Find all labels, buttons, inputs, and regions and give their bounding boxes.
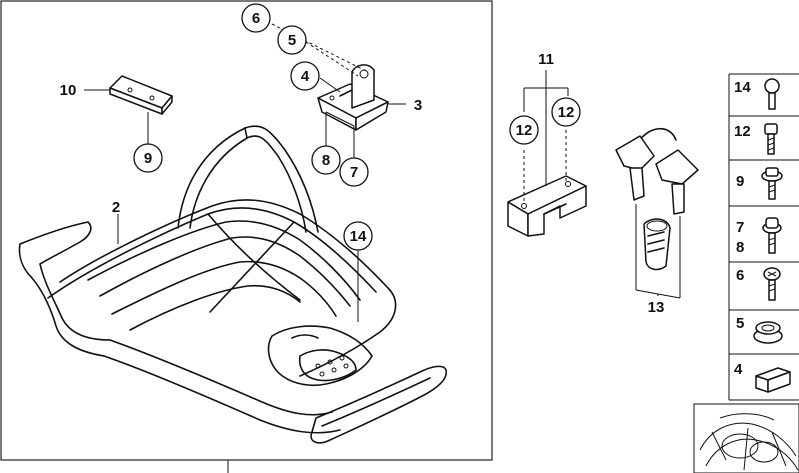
callout-2: 2 xyxy=(112,199,120,216)
callout-7: 7 xyxy=(339,157,369,187)
legend-row-14: 14 xyxy=(734,78,780,110)
bushing-icon xyxy=(753,321,783,344)
cross-head-screw-icon xyxy=(763,267,781,301)
svg-text:10: 10 xyxy=(60,82,77,99)
svg-text:6: 6 xyxy=(252,10,260,27)
callout-14: 14 xyxy=(343,221,373,251)
leader-link xyxy=(325,111,355,127)
callout-10: 10 xyxy=(60,82,77,99)
hardware-legend: 14 12 9 7 8 7 8 xyxy=(728,73,799,401)
keys-and-lock-drawing xyxy=(615,127,699,271)
washer-screw-icon xyxy=(762,217,782,254)
svg-text:4: 4 xyxy=(301,68,310,85)
motorcycle-thumbnail xyxy=(693,403,799,473)
svg-text:11: 11 xyxy=(538,51,554,68)
legend-row-5: 5 xyxy=(736,315,783,344)
legend-row-4: 4 xyxy=(734,361,791,393)
holder-block-drawing xyxy=(507,175,587,237)
diagram-frame xyxy=(0,0,493,461)
svg-text:8: 8 xyxy=(322,152,330,169)
svg-text:12: 12 xyxy=(558,104,575,121)
svg-text:12: 12 xyxy=(734,123,751,140)
svg-text:9: 9 xyxy=(144,150,152,167)
round-head-pin-icon xyxy=(764,78,780,110)
svg-text:6: 6 xyxy=(736,267,744,284)
callout-12-right: 12 xyxy=(551,97,581,127)
legend-row-12: 12 xyxy=(734,123,778,155)
legend-row-9: 9 xyxy=(736,167,783,200)
callout-3: 3 xyxy=(414,97,422,114)
bracket-plate-drawing xyxy=(109,75,173,115)
svg-text:3: 3 xyxy=(414,97,422,114)
plate-holes xyxy=(315,355,349,377)
svg-text:2: 2 xyxy=(112,199,120,216)
svg-text:14: 14 xyxy=(350,228,367,245)
socket-head-screw-icon xyxy=(764,123,778,155)
callout-13: 13 xyxy=(648,299,665,316)
legend-row-7-8: 7 8 7 8 xyxy=(736,217,782,256)
callout-5: 5 xyxy=(277,25,307,55)
svg-text:13: 13 xyxy=(648,299,665,316)
rubber-block-icon xyxy=(755,367,791,393)
callout-12-left: 12 xyxy=(509,115,539,145)
callout-11: 11 xyxy=(538,51,554,68)
holder-drawing xyxy=(317,64,389,131)
svg-text:9: 9 xyxy=(736,173,744,190)
svg-text:14: 14 xyxy=(734,79,751,96)
svg-text:8: 8 xyxy=(736,239,744,256)
leader-4 xyxy=(319,77,341,93)
legend-row-6: 6 xyxy=(736,267,781,301)
luggage-rack-drawing xyxy=(18,125,448,444)
flange-screw-icon xyxy=(761,167,783,200)
callout-4: 4 xyxy=(290,61,320,91)
svg-text:7: 7 xyxy=(736,219,744,236)
callout-9: 9 xyxy=(133,143,163,173)
svg-text:5: 5 xyxy=(288,32,296,49)
svg-text:7: 7 xyxy=(350,164,358,181)
callout-6: 6 xyxy=(241,3,271,33)
leader-5 xyxy=(305,41,359,77)
callout-8: 8 xyxy=(311,145,341,175)
svg-text:12: 12 xyxy=(516,122,533,139)
svg-text:4: 4 xyxy=(734,361,743,378)
svg-text:5: 5 xyxy=(736,315,744,332)
